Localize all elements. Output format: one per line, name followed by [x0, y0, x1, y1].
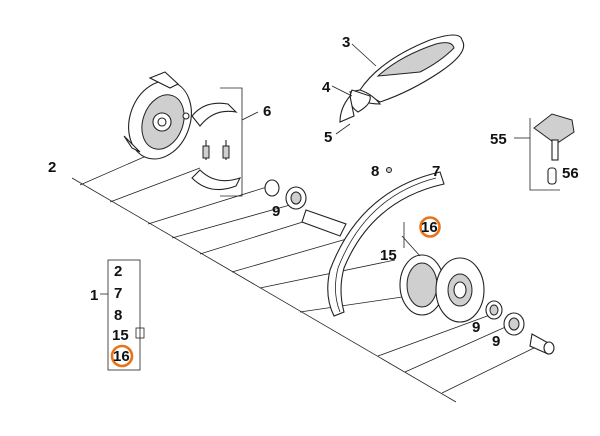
- callout-15: 15: [380, 247, 397, 264]
- callout-56: 56: [562, 165, 579, 182]
- callout-2: 2: [48, 159, 56, 176]
- legend-bracket: [100, 259, 145, 371]
- right-bearings-part: [485, 300, 555, 355]
- callout-5: 5: [324, 129, 332, 146]
- callout-55: 55: [490, 131, 507, 148]
- highlight-16-legend: [110, 344, 134, 368]
- callout-16: 16: [421, 219, 438, 236]
- legend-item-2: 2: [114, 263, 122, 280]
- legend-item-15: 15: [112, 327, 129, 344]
- left-bearings-part: [264, 179, 347, 237]
- legend-item-7: 7: [114, 285, 122, 302]
- tyre-part: [339, 34, 465, 123]
- assembly-axis-lines: [71, 149, 541, 403]
- valve-box: [514, 113, 575, 191]
- callout-8: 8: [371, 163, 379, 180]
- leader-5: [335, 123, 351, 135]
- callout-3: 3: [342, 34, 350, 51]
- leader-4: [331, 85, 353, 97]
- callout-4: 4: [322, 79, 331, 96]
- callout-9-left: 9: [272, 203, 280, 220]
- callout-9-right: 9: [492, 333, 500, 350]
- hub-part: [399, 222, 485, 323]
- legend-item-16: 16: [113, 348, 130, 365]
- leader-6: [241, 111, 259, 121]
- rim-part: [327, 167, 445, 317]
- callout-7: 7: [432, 163, 440, 180]
- callout-6: 6: [263, 103, 271, 120]
- legend-item-8: 8: [114, 307, 122, 324]
- callout-9-mid: 9: [472, 319, 480, 336]
- brake-plate-part: [123, 71, 192, 160]
- shoes-bracket: [220, 87, 243, 197]
- leader-3: [351, 43, 377, 67]
- callout-1: 1: [90, 287, 98, 304]
- brake-shoes-part: [191, 102, 242, 191]
- highlight-16-main: [419, 216, 441, 238]
